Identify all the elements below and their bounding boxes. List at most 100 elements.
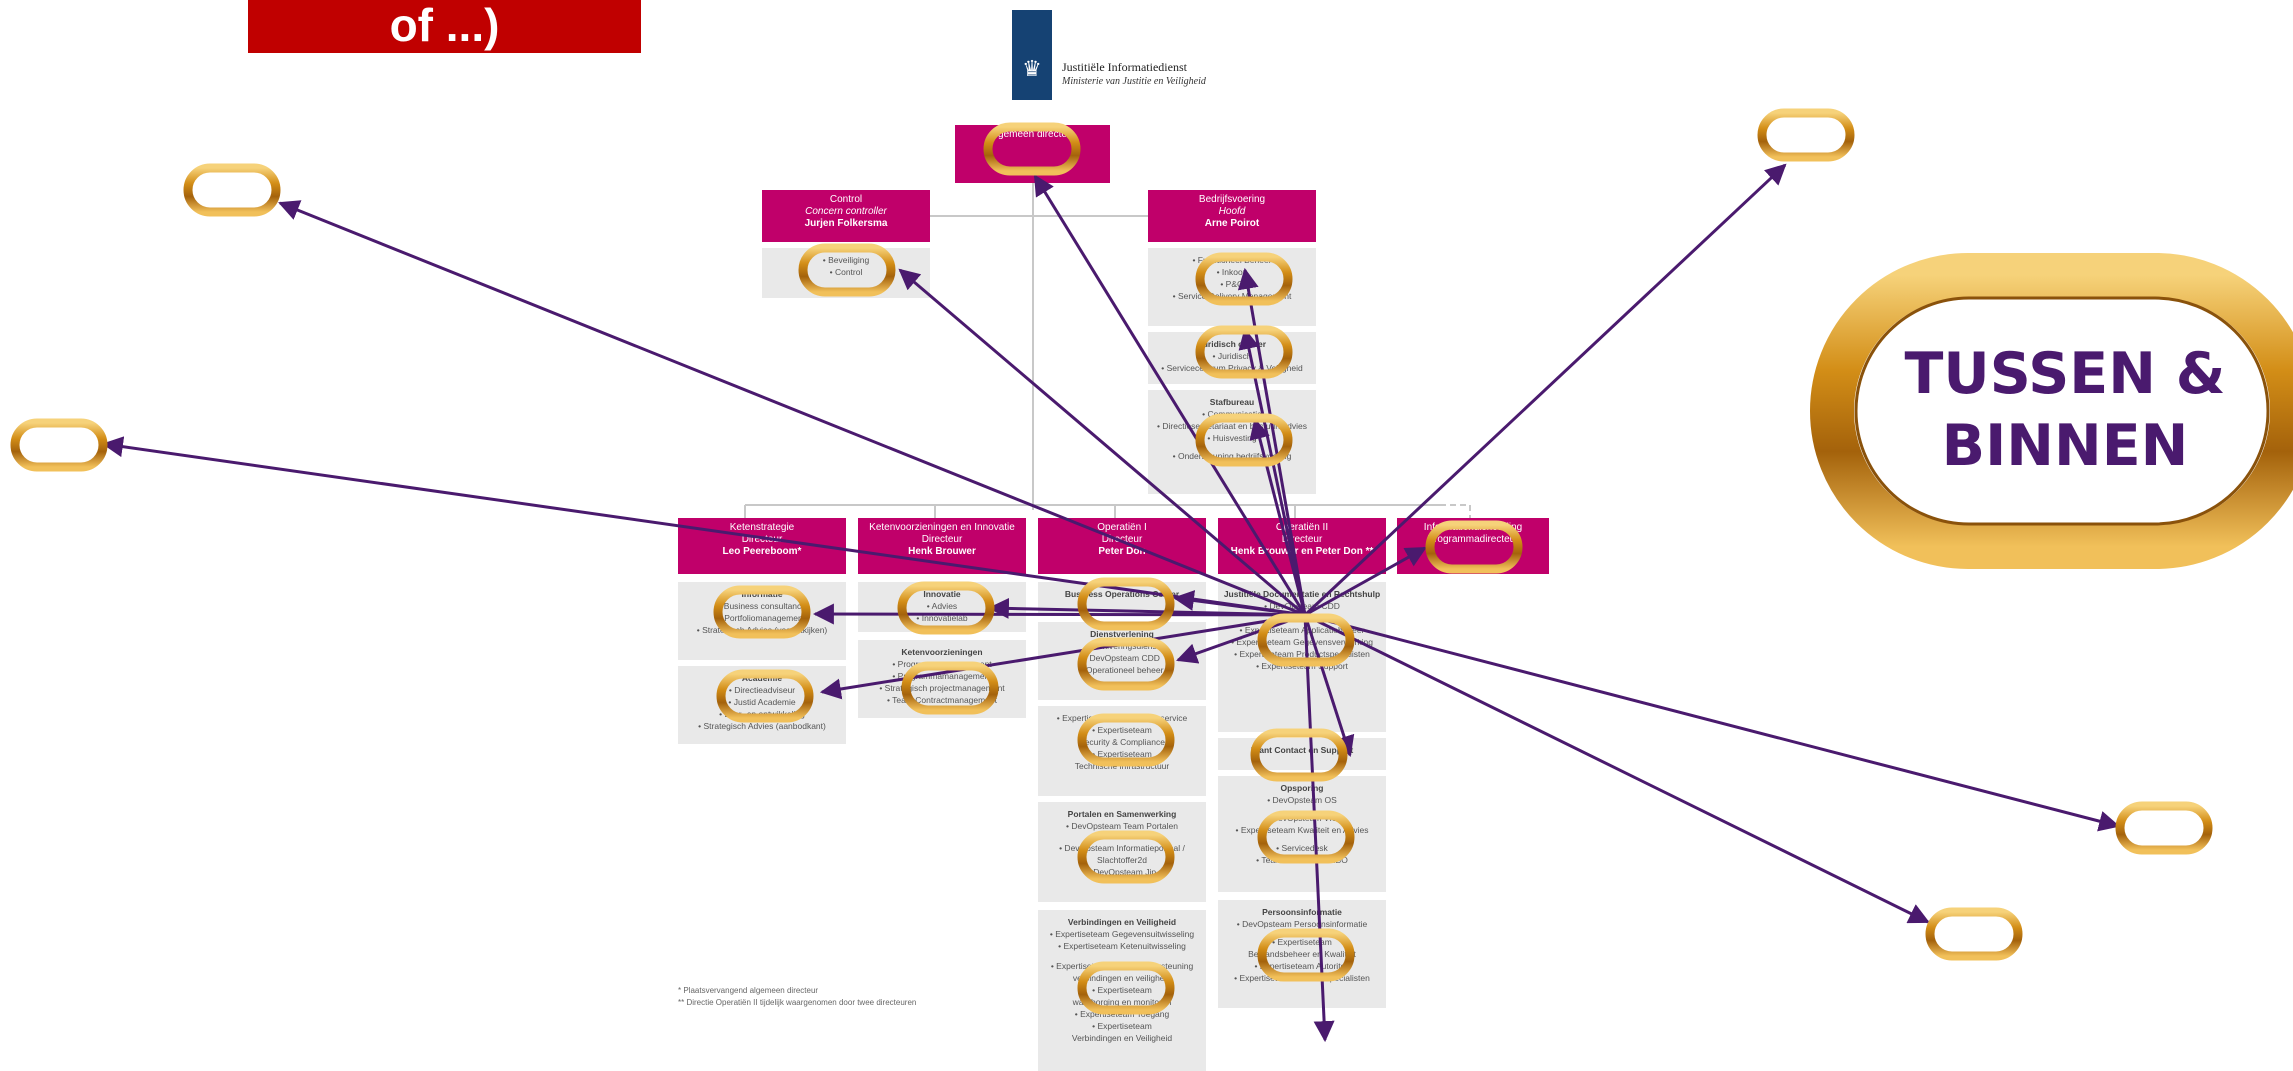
arrow [812,603,1306,625]
algemeen-directeur-label: gemeen directe [998,129,1067,140]
gold-ring-icon [1425,520,1523,574]
bv-item: • Directiesecretariaat en bestuursadvies [1157,421,1307,431]
arrow [1303,614,1335,1043]
kv-item: • Innovatielab [916,613,968,623]
ks-item: • Directieadviseur [728,685,796,695]
ks-item: • Portfoliomanagement [718,613,806,623]
footnote: * Plaatsvervangend algemeen directeur [678,986,819,995]
kv-unit: Ketenvoorzieningen en Innovatie [869,522,1015,533]
op2-item: Bestandsbeheer en Kwaliteit [1248,949,1356,959]
bv-item: • Servicecentrum Privacy & Veiligheid [1161,363,1303,373]
arrow [1249,417,1307,616]
op2-item: • Expertiseteam Gegevensverwerking [1231,637,1373,647]
gold-ring-icon [10,418,108,472]
gold-ring-icon [983,122,1081,176]
big-ring-line1: TUSSEN & [1904,341,2226,407]
gold-ring-icon [1250,728,1348,782]
op1-name: Peter Don [1098,546,1146,557]
op1-item: • Expertiseteam [1092,985,1152,995]
kv-subhead: Innovatie [923,589,961,599]
op1-subhead: Verbindingen en Veiligheid [1067,917,1177,927]
kv-name: Henk Brouwer [908,546,976,557]
control-name: Jurjen Folkersma [804,218,888,229]
bv-subhead: Stafbureau [1209,397,1255,407]
op2-item: • Expertiseteam Kwaliteit en Advies [1235,825,1369,835]
op1-item: • Operationeel beheer [1080,665,1164,675]
ketenvoorzieningen-block2: Ketenvoorzieningen • Programmamanagement… [858,640,1026,718]
rijkslogo-bar [1012,10,1052,100]
op1-item: verbindingen en veiligheid [1072,973,1172,983]
op1-item: • Expertiseteam [1092,725,1152,735]
ketenstrategie-unit: Ketenstrategie [729,522,795,533]
arrow [819,613,1306,700]
kv-item: • Programmamanagement [892,671,992,681]
control-role: Concern controller [805,206,887,217]
op2-item: • Expertiseteam Autoriteit [1254,961,1350,971]
control-item: • Beveiliging [822,255,870,265]
op1-unit: Operatiën I [1097,522,1147,533]
arrow [1237,267,1307,616]
op2-subhead: Persoonsinformatie [1262,907,1342,917]
arrow [1033,174,1307,616]
op1-item: • Expertiseteam [1092,749,1152,759]
bv-item: • Ondersteuning bedrijfsvoering [1172,451,1292,461]
op1-subhead: Portalen en Samenwerking [1067,809,1177,819]
arrow [1304,613,2121,832]
gold-ring-icon [1195,252,1293,306]
gold-ring-icon [1077,961,1175,1015]
op1-item: Security & Compliance [1079,737,1165,747]
arrow [1303,614,1355,757]
bedrijfsvoering-role: Hoofd [1218,206,1246,217]
ring-group [10,108,2213,1015]
arrow [898,268,1306,617]
gold-ring-icon [713,585,811,639]
gold-ring-icon [1077,577,1175,631]
gold-ring-icon [897,581,995,635]
op1-role: Directeur [1101,534,1143,545]
logo-title: Justitiële Informatiedienst [1062,60,1187,74]
gold-ring-icon [1757,108,1855,162]
gold-ring-icon [716,669,814,723]
control-item: • Control [829,267,863,277]
op1-subhead: Dienstverlening [1090,629,1154,639]
operatien1-head: Operatiën I Directeur Peter Don [1038,518,1206,574]
op2-item: • Expertiseteam [1272,937,1332,947]
gold-ring-icon [2115,801,2213,855]
big-ring-line2: BINNEN [1941,413,2189,479]
big-gold-ring-icon [1810,253,2293,569]
gold-ring-icon [1257,810,1355,864]
operatien1-block5: Verbindingen en Veiligheid • Expertisete… [1038,910,1206,1071]
arrow [1172,590,1306,617]
control-head: Control Concern controller Jurjen Folker… [762,190,930,242]
operatien1-block4: Portalen en Samenwerking • DevOpsteam Te… [1038,802,1206,902]
kv-item: • Strategisch projectmanagement [879,683,1005,693]
footnote: ** Directie Operatiën II tijdelijk waarg… [678,998,917,1007]
bv-item: • Huisvesting [1207,433,1257,443]
op1-item: • Expertiseteam Ketenuitwisseling [1058,941,1186,951]
op1-item: Slachtoffer2d [1097,855,1147,865]
op2-unit: Operatiën II [1275,522,1329,533]
kv-subhead: Ketenvoorzieningen [901,647,983,657]
gold-ring-icon [1077,637,1175,691]
bedrijfsvoering-unit: Bedrijfsvoering [1198,194,1266,205]
op1-subhead: Business Operations Center [1064,589,1180,599]
op2-item: • DevOpsteam OS [1267,795,1337,805]
gold-ring-icon [901,661,999,715]
kv-item: • Advies [926,601,958,611]
op1-item: • DevOpsteam Jip [1087,867,1157,877]
gold-ring-icon [1257,613,1355,667]
logo-subtitle: Ministerie van Justitie en Veiligheid [1062,76,1206,87]
op2-name: Henk Brouwer en Peter Don ** [1230,546,1374,557]
bedrijfsvoering-name: Arne Poirot [1204,218,1260,229]
op1-item: • DevOpsteam Team Portalen [1066,821,1178,831]
bv-item: • Service Delivery Management [1172,291,1292,301]
operatien2-block2: Klant Contact en Support [1218,738,1386,770]
op2-item: • DevOpsteam Persoonsinformatie [1236,919,1368,929]
ks-item: • Business consultancy [718,601,806,611]
gold-ring-icon [1195,325,1293,379]
op2-subhead: Opsporing [1280,783,1324,793]
arrow-group [101,163,2121,1043]
kv-item: • Team Contractmanagement [886,695,998,705]
